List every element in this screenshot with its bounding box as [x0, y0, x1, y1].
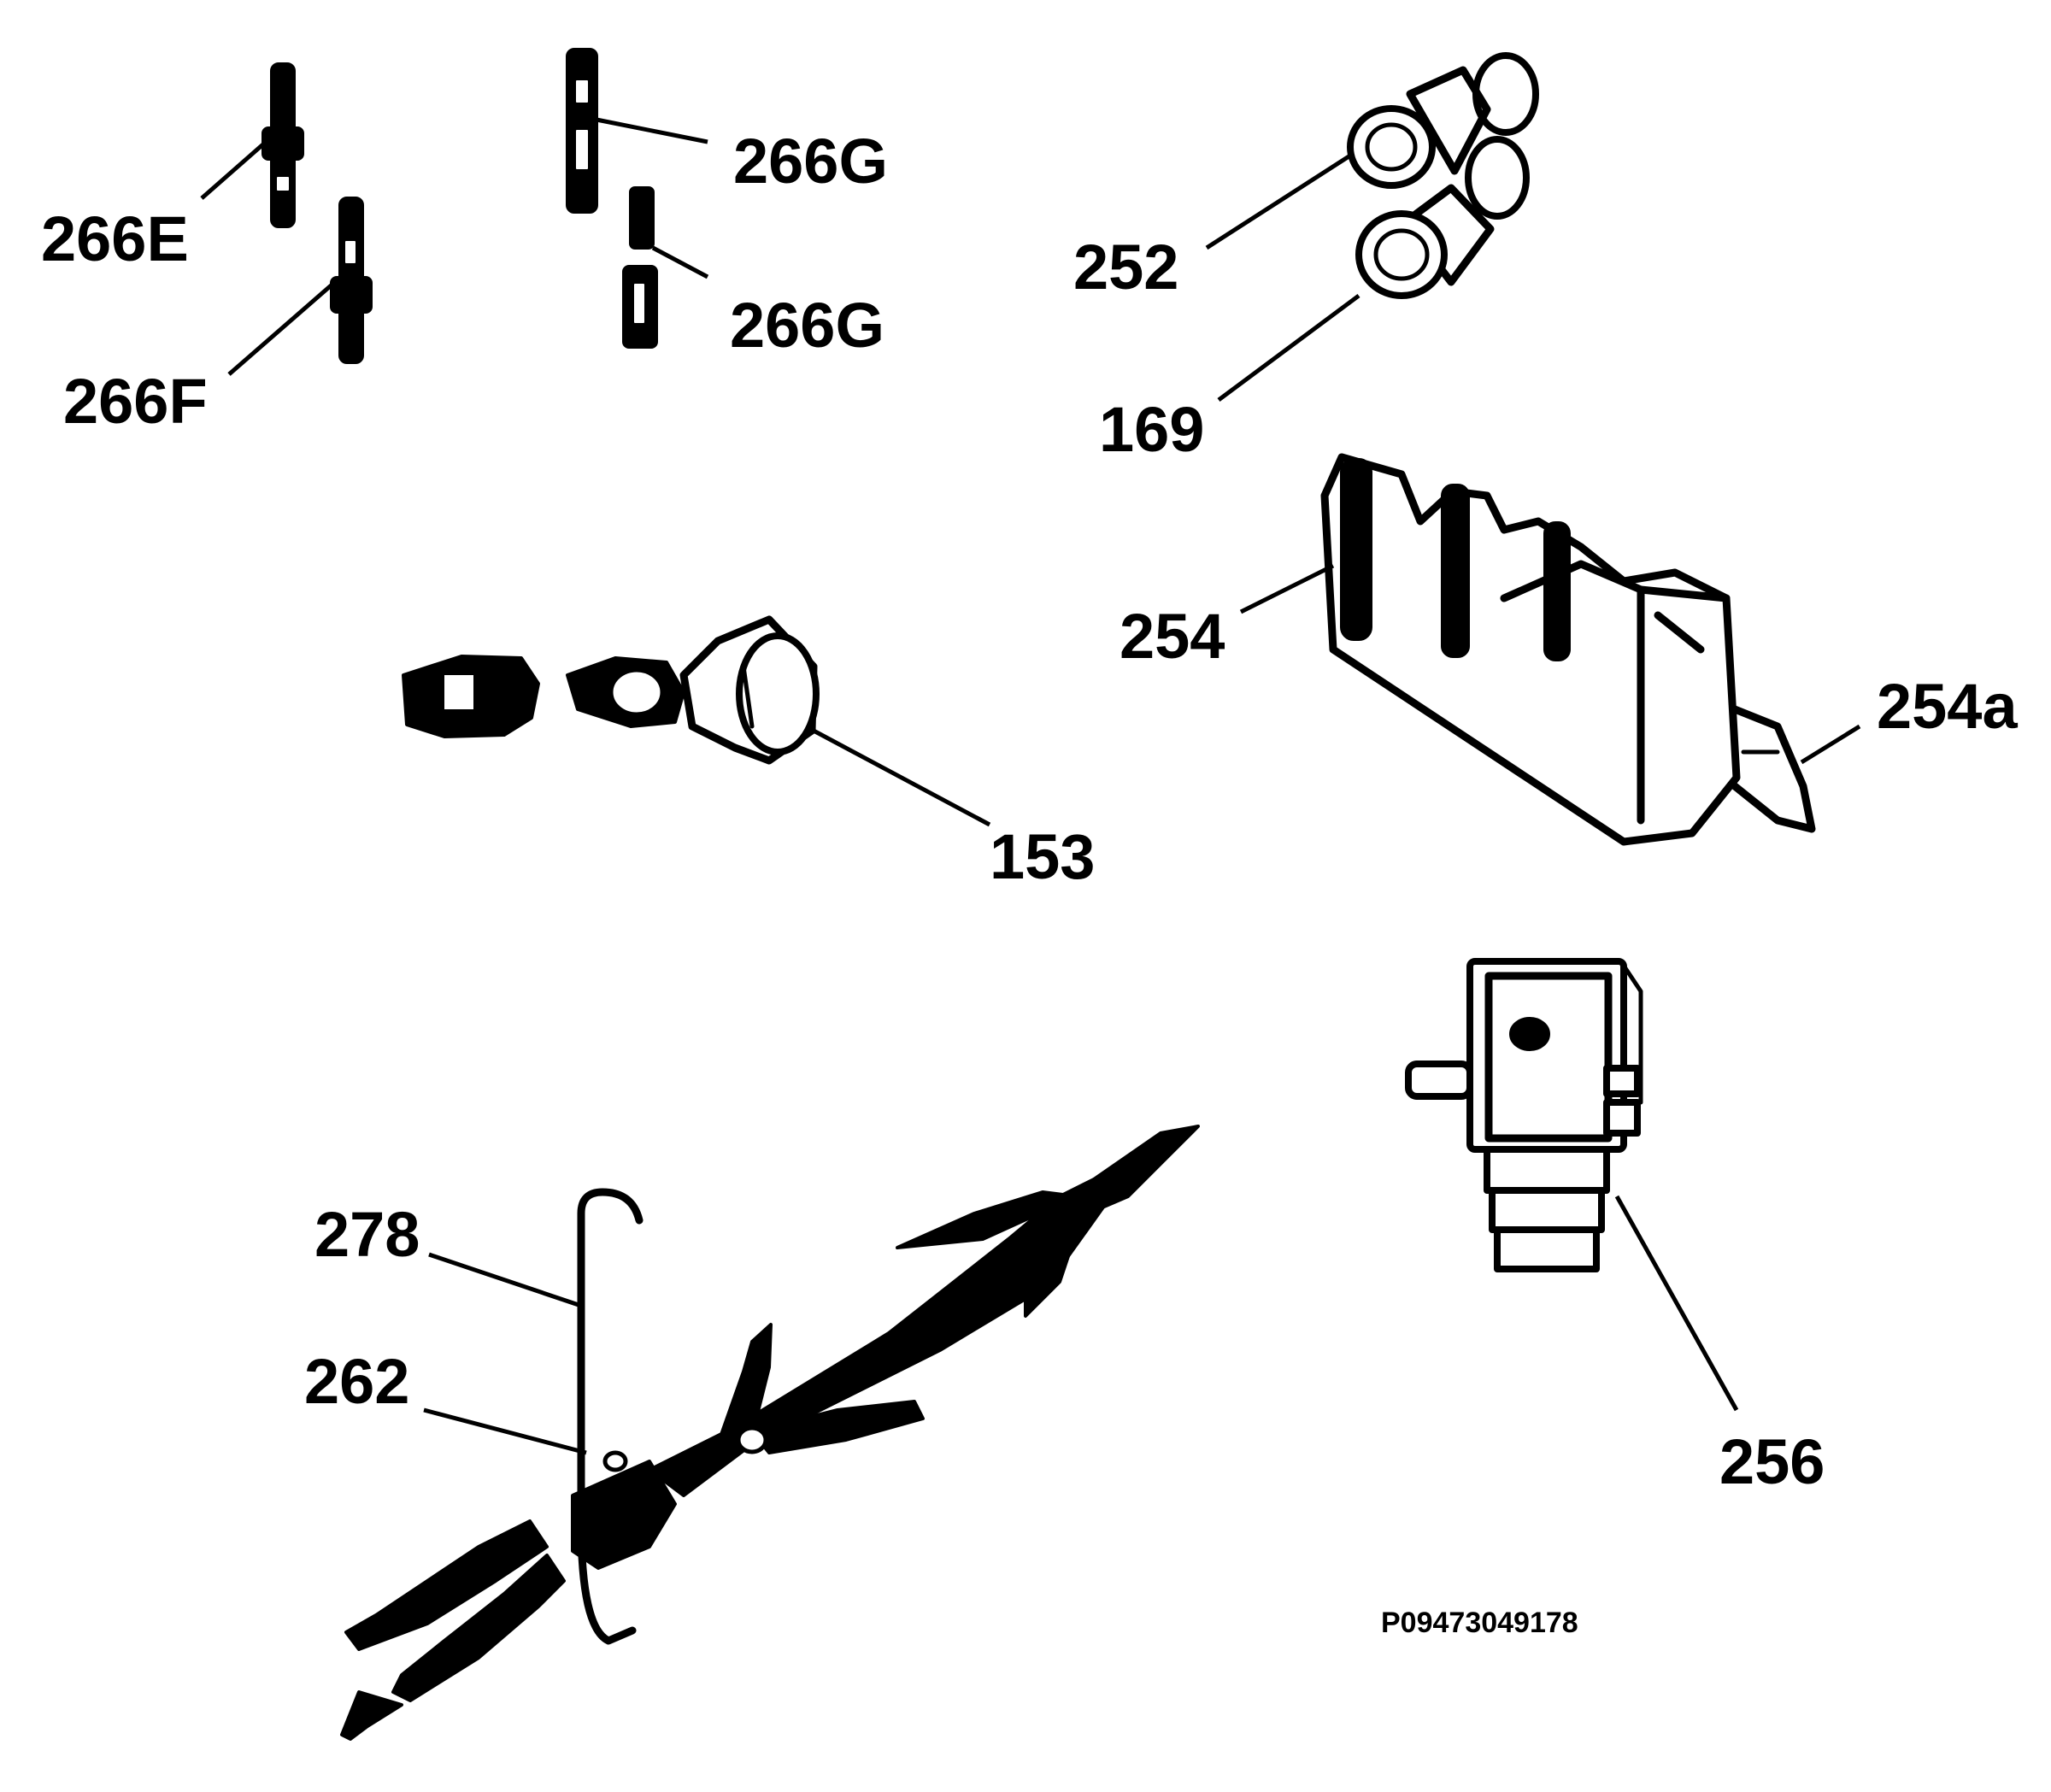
part-252-169-sleeves — [1347, 52, 1539, 299]
label-153: 153 — [990, 821, 1095, 892]
part-254-switch-block — [1320, 453, 1816, 846]
part-266F-connector — [330, 197, 373, 364]
label-169: 169 — [1099, 394, 1204, 465]
label-254a: 254a — [1877, 671, 2018, 742]
label-262: 262 — [304, 1346, 409, 1417]
label-278: 278 — [314, 1199, 420, 1270]
leader-252 — [1205, 153, 1352, 250]
label-254: 254 — [1120, 601, 1225, 672]
leader-256 — [1614, 1195, 1739, 1412]
label-266G-bottom: 266G — [730, 290, 884, 361]
leader-266E — [200, 135, 273, 200]
part-266G-bottom-connector — [622, 186, 658, 349]
leader-254 — [1239, 563, 1335, 614]
leader-254a — [1800, 724, 1861, 765]
part-278-262-wiring-harness — [340, 1125, 1200, 1741]
part-256-valve — [1405, 958, 1643, 1272]
label-266G-top: 266G — [733, 126, 888, 197]
label-266E: 266E — [41, 203, 189, 274]
leader-262 — [423, 1407, 587, 1455]
label-256: 256 — [1719, 1426, 1825, 1497]
part-153-lamp-assembly — [402, 615, 820, 765]
leader-169 — [1217, 293, 1360, 402]
leader-266G-top — [596, 117, 708, 144]
label-266F: 266F — [63, 366, 208, 437]
leader-266G-bottom — [651, 245, 709, 279]
leader-278 — [428, 1252, 582, 1308]
label-252: 252 — [1073, 232, 1178, 303]
leader-266F — [227, 280, 337, 376]
leader-153 — [812, 728, 991, 827]
reference-code: P09473049178 — [1381, 1607, 1578, 1639]
part-266G-top-connector — [566, 48, 598, 214]
part-266E-connector — [262, 62, 304, 228]
